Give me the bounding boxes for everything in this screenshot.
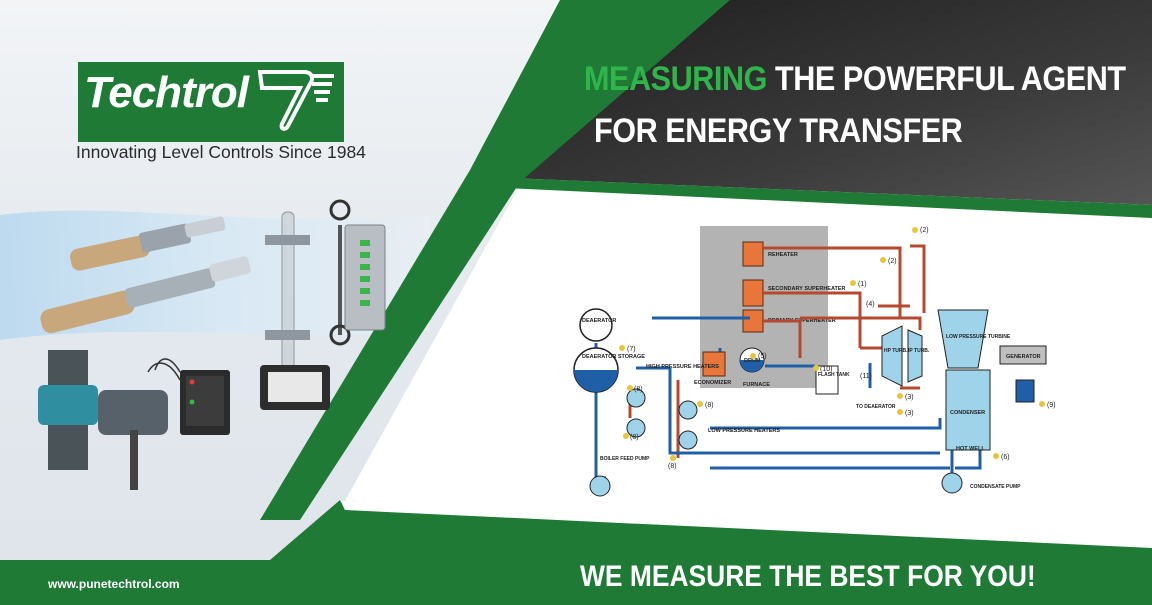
svg-text:DEAERATOR STORAGE: DEAERATOR STORAGE bbox=[582, 354, 645, 360]
svg-text:ECONOMIZER: ECONOMIZER bbox=[694, 380, 731, 386]
measurement-points: (1) (2) (2) (3) (3) (4) (5) (6) (7) (8) … bbox=[619, 227, 1056, 470]
svg-text:REHEATER: REHEATER bbox=[768, 252, 798, 258]
to-deaerator-label: TO DEAERATOR bbox=[856, 404, 896, 410]
condenser: CONDENSER HOT WELL bbox=[945, 369, 991, 452]
slogan: WE MEASURE THE BEST FOR YOU! bbox=[580, 560, 1036, 593]
deaerator-storage: DEAERATOR STORAGE bbox=[573, 347, 645, 393]
alarm-module-illustration bbox=[147, 358, 230, 435]
svg-text:IP TURB.: IP TURB. bbox=[908, 348, 930, 354]
economizer: ECONOMIZER bbox=[694, 351, 731, 386]
website-link[interactable]: www.punetechtrol.com bbox=[48, 577, 180, 591]
svg-text:(6): (6) bbox=[1001, 454, 1010, 461]
svg-text:FLASH TANK: FLASH TANK bbox=[818, 372, 850, 378]
svg-text:(8): (8) bbox=[705, 402, 714, 409]
svg-text:HP TURB.: HP TURB. bbox=[884, 348, 908, 354]
condensate-pump: CONDENSATE PUMP bbox=[941, 472, 1021, 494]
svg-text:(11): (11) bbox=[860, 373, 872, 380]
svg-text:HIGH PRESSURE HEATERS: HIGH PRESSURE HEATERS bbox=[646, 364, 719, 370]
headline-line-1: MEASURING THE POWERFUL AGENT bbox=[584, 58, 1126, 100]
svg-text:(8): (8) bbox=[630, 434, 639, 441]
flow-switch-illustration bbox=[38, 350, 168, 490]
headline-accent: MEASURING bbox=[584, 60, 767, 98]
level-probe-illustration-2 bbox=[40, 256, 251, 334]
svg-text:(8): (8) bbox=[668, 463, 677, 470]
svg-text:LOW PRESSURE HEATERS: LOW PRESSURE HEATERS bbox=[708, 428, 780, 434]
power-plant-diagram: REHEATER SECONDARY SUPERHEATER PRIMARY S… bbox=[573, 226, 1056, 497]
svg-text:(2): (2) bbox=[888, 258, 897, 265]
level-probe-illustration bbox=[70, 216, 226, 271]
svg-text:(3): (3) bbox=[905, 394, 914, 401]
flash-tank: FLASH TANK bbox=[815, 365, 850, 395]
svg-text:DRUM: DRUM bbox=[744, 358, 761, 364]
deaerator: DEAERATOR bbox=[579, 308, 616, 342]
headline-line-2: FOR ENERGY TRANSFER bbox=[594, 112, 963, 150]
product-illustrations bbox=[38, 199, 386, 490]
boiler-feed-pump: BOILER FEED PUMP bbox=[589, 456, 650, 497]
low-pressure-heaters: LOW PRESSURE HEATERS bbox=[678, 400, 780, 450]
svg-text:LOW PRESSURE TURBINE: LOW PRESSURE TURBINE bbox=[946, 334, 1011, 340]
svg-text:BOILER FEED PUMP: BOILER FEED PUMP bbox=[600, 456, 650, 462]
lp-turbine: LOW PRESSURE TURBINE bbox=[937, 309, 1011, 369]
ip-turbine: IP TURB. bbox=[907, 329, 930, 383]
generator: GENERATOR bbox=[999, 345, 1047, 403]
svg-text:DEAERATOR: DEAERATOR bbox=[582, 318, 616, 324]
svg-text:(9): (9) bbox=[1047, 402, 1056, 409]
logo-tagline: Innovating Level Controls Since 1984 bbox=[76, 142, 366, 162]
reheater: REHEATER bbox=[742, 241, 798, 267]
svg-text:(10): (10) bbox=[820, 366, 832, 373]
headline-rest: THE POWERFUL AGENT bbox=[766, 60, 1126, 98]
svg-text:(7): (7) bbox=[627, 346, 636, 353]
svg-text:SECONDARY SUPERHEATER: SECONDARY SUPERHEATER bbox=[768, 286, 846, 292]
svg-text:CONDENSATE PUMP: CONDENSATE PUMP bbox=[970, 484, 1021, 490]
svg-text:FURNACE: FURNACE bbox=[743, 382, 770, 388]
gauge-glass-illustration bbox=[260, 199, 386, 410]
hp-turbine: HP TURB. bbox=[881, 325, 908, 387]
svg-text:PRIMARY SUPERHEATER: PRIMARY SUPERHEATER bbox=[768, 318, 836, 324]
svg-text:(3): (3) bbox=[905, 410, 914, 417]
svg-text:HOT WELL: HOT WELL bbox=[956, 446, 985, 452]
logo-mark-icon bbox=[257, 70, 334, 131]
svg-text:GENERATOR: GENERATOR bbox=[1006, 354, 1041, 360]
logo-text: Techtrol bbox=[84, 68, 249, 117]
high-pressure-heaters: HIGH PRESSURE HEATERS bbox=[626, 364, 719, 438]
svg-text:(2): (2) bbox=[920, 227, 929, 234]
svg-text:(5): (5) bbox=[758, 353, 767, 360]
svg-text:TO DEAERATOR: TO DEAERATOR bbox=[856, 404, 896, 410]
svg-text:(8): (8) bbox=[634, 386, 643, 393]
svg-text:CONDENSER: CONDENSER bbox=[950, 410, 985, 416]
drum: DRUM FURNACE bbox=[739, 347, 770, 388]
svg-text:(4): (4) bbox=[866, 301, 875, 308]
svg-text:(1): (1) bbox=[858, 281, 867, 288]
